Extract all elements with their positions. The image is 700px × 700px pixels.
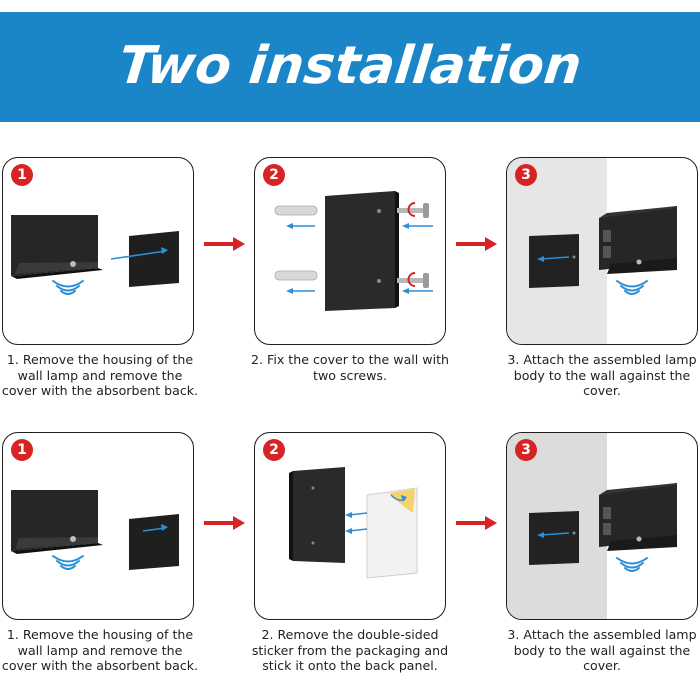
lamp-mounting-illustration [507,158,677,344]
step-number-badge: 2 [263,164,285,186]
method1-step3-caption: 3. Attach the assembled lamp body to the… [507,352,697,398]
sensor-wave-icon [52,280,84,295]
method1-step3-panel: 3 [506,157,698,345]
method2-step1-panel: 1 [2,432,194,620]
next-step-arrow [456,515,498,531]
next-step-arrow [456,236,498,252]
next-step-arrow [204,515,246,531]
method2-step3-caption: 3. Attach the assembled lamp body to the… [507,627,697,673]
step-number-badge: 3 [515,439,537,461]
next-step-arrow [204,236,246,252]
step-number-badge: 3 [515,164,537,186]
method1-step2-panel: 2 [254,157,446,345]
method2-step2-panel: 2 [254,432,446,620]
lamp-disassembly-illustration [11,490,179,570]
sensor-wave-icon [616,557,648,572]
method2-step2-caption: 2. Remove the double-sided sticker from … [251,627,449,673]
step-number-badge: 2 [263,439,285,461]
page-title: Two installation methods [115,36,585,204]
method1-step1-panel: 1 [2,157,194,345]
method2-step3-panel: 3 [506,432,698,620]
step-number-badge: 1 [11,164,33,186]
wall-anchor-icon [274,205,318,281]
lamp-disassembly-illustration [11,215,179,295]
step-number-badge: 1 [11,439,33,461]
sensor-wave-icon [616,280,648,295]
sensor-wave-icon [52,555,84,570]
title-banner: Two installation methods [0,12,700,204]
screw-icon [397,203,429,288]
lamp-mounting-illustration [507,433,677,619]
sticker-applying-illustration [289,467,418,579]
screw-fixing-illustration [274,191,433,311]
method1-step2-caption: 2. Fix the cover to the wall with two sc… [250,352,450,383]
method1-step1-caption: 1. Remove the housing of the wall lamp a… [1,352,199,398]
double-sided-sticker-icon [366,487,418,579]
method2-step1-caption: 1. Remove the housing of the wall lamp a… [1,627,199,673]
